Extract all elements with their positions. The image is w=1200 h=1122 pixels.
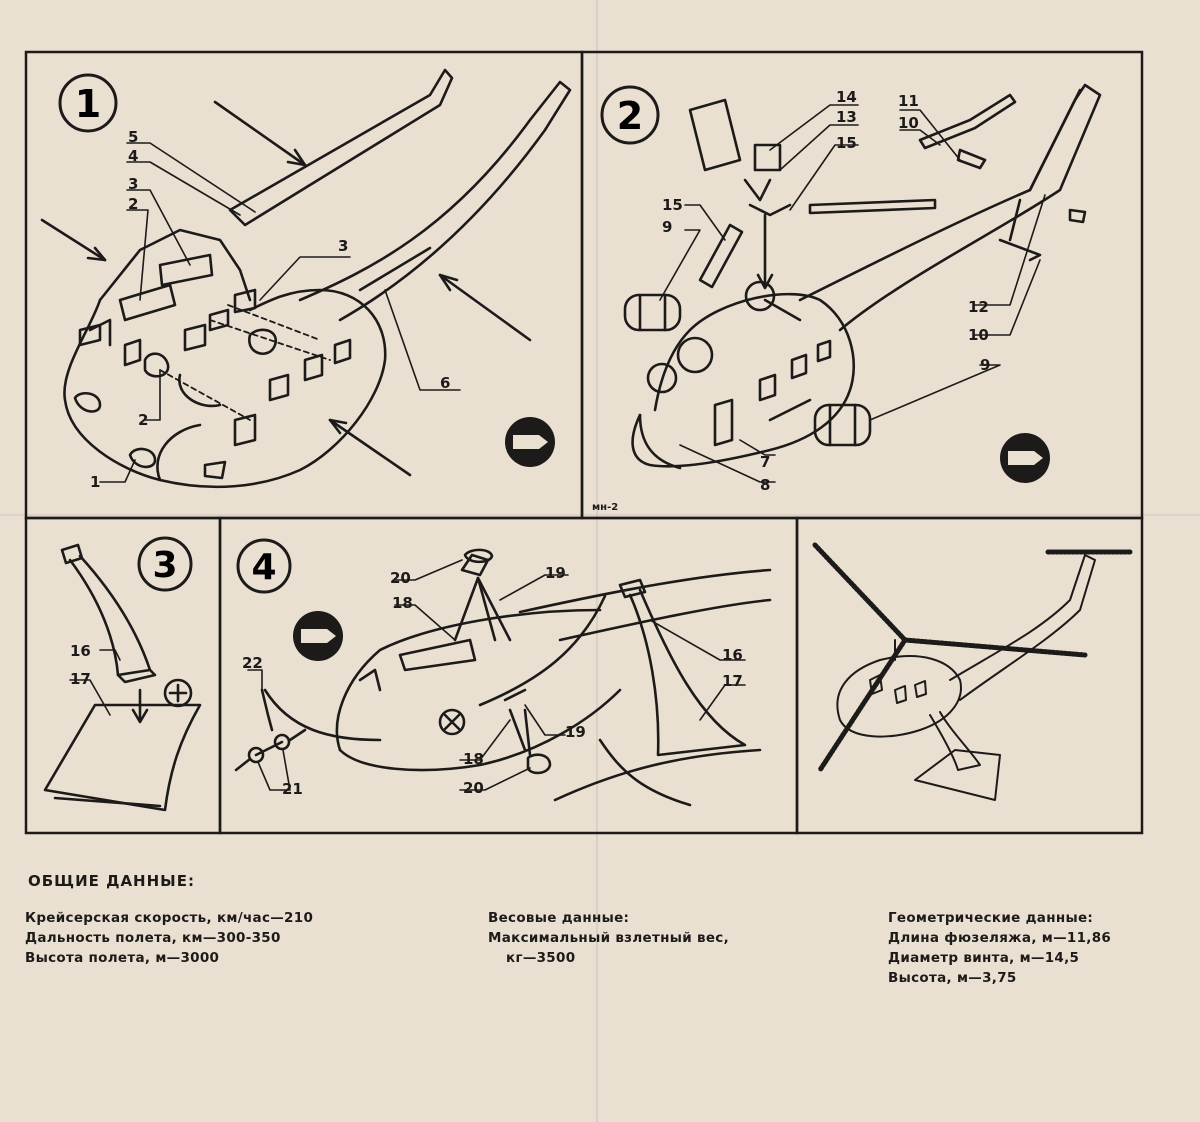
paper-fold-horizontal <box>0 514 1200 516</box>
glue-symbol-icon <box>1000 433 1050 483</box>
performance-column: Крейсерская скорость, км/час—210 Дальнос… <box>25 908 313 968</box>
callout-label: 3 <box>128 175 138 193</box>
spec-line: Весовые данные: <box>488 910 630 926</box>
panel-5-frame <box>795 516 1144 835</box>
spec-line: Высота полета, м—3000 <box>25 950 220 966</box>
spec-line: кг—3500 <box>506 950 576 966</box>
callout-label: 1 <box>90 473 100 491</box>
panel-2-frame <box>580 50 1144 520</box>
callout-label: 2 <box>138 411 148 429</box>
callout-label: 22 <box>242 654 263 672</box>
helicopter-mounting-drawing <box>234 548 772 807</box>
callout-label: 8 <box>760 476 770 494</box>
callout-label: 19 <box>545 564 566 582</box>
panel-3: 3 16 17 <box>43 536 202 812</box>
geometry-column: Геометрические данные: Длина фюзеляжа, м… <box>888 908 1111 988</box>
display-stand-drawing <box>43 543 202 812</box>
callout-label: 10 <box>898 114 919 132</box>
general-data-section: ОБЩИЕ ДАННЫЕ: Крейсерская скорость, км/ч… <box>0 860 1200 1060</box>
callout-label: 21 <box>282 780 303 798</box>
helicopter-rotor-exploded-drawing <box>623 83 1102 483</box>
step-number-badge <box>137 536 193 592</box>
callout-label: 18 <box>463 750 484 768</box>
callout-label: 17 <box>70 670 91 688</box>
callout-label: 13 <box>836 108 857 126</box>
step-number-badge <box>600 85 660 145</box>
step-number: 1 <box>75 82 101 126</box>
spec-line: Геометрические данные: <box>888 910 1094 926</box>
panel-4: 4 <box>234 538 772 807</box>
panel-5 <box>812 542 1133 801</box>
callout-labels: 5 4 3 2 3 2 1 6 <box>90 128 450 491</box>
callout-label: 17 <box>722 672 743 690</box>
panel-2: 2 <box>592 83 1102 513</box>
callout-label: 3 <box>338 237 348 255</box>
callout-label: 14 <box>836 88 857 106</box>
assembled-helicopter-drawing <box>812 542 1133 801</box>
glue-symbol-icon <box>505 417 555 467</box>
assembly-diagram-sheet: 1 <box>24 50 1144 835</box>
helicopter-cabin-exploded-drawing <box>40 68 572 489</box>
callout-label: 2 <box>128 195 138 213</box>
spec-line: Дальность полета, км—300-350 <box>25 930 281 946</box>
callout-label: 12 <box>968 298 989 316</box>
model-code: мн-2 <box>592 502 618 513</box>
callout-label: 4 <box>128 147 138 165</box>
section-title: ОБЩИЕ ДАННЫЕ: <box>28 872 195 890</box>
glue-symbol-icon <box>293 611 343 661</box>
paper-fold-vertical <box>596 0 598 1122</box>
step-number-badge <box>236 538 292 594</box>
callout-label: 16 <box>722 646 743 664</box>
callout-label: 19 <box>565 723 586 741</box>
callout-label: 15 <box>836 134 857 152</box>
callout-label: 11 <box>898 92 919 110</box>
callout-label: 18 <box>392 594 413 612</box>
callout-label: 9 <box>662 218 672 236</box>
step-number-badge <box>58 73 118 133</box>
weight-column: Весовые данные: Максимальный взлетный ве… <box>488 908 729 968</box>
step-number: 3 <box>152 545 177 586</box>
callout-labels: 16 17 <box>70 642 91 688</box>
callout-label: 6 <box>440 374 450 392</box>
step-number: 2 <box>617 94 643 138</box>
callout-label: 5 <box>128 128 138 146</box>
callout-label: 20 <box>390 569 411 587</box>
callout-label: 7 <box>760 453 770 471</box>
callout-label: 16 <box>70 642 91 660</box>
spec-line: Максимальный взлетный вес, <box>488 930 730 946</box>
callout-label: 10 <box>968 326 989 344</box>
callout-labels: 20 19 18 22 21 16 17 19 18 20 <box>242 564 743 798</box>
callout-labels: 14 13 15 11 10 15 9 12 10 9 7 8 мн-2 <box>592 88 990 513</box>
callout-label: 9 <box>980 356 990 374</box>
step-number: 4 <box>251 547 276 588</box>
callout-label: 15 <box>662 196 683 214</box>
panel-4-frame <box>218 516 799 835</box>
spec-line: Крейсерская скорость, км/час—210 <box>25 910 314 926</box>
spec-line: Длина фюзеляжа, м—11,86 <box>888 930 1112 946</box>
panel-1: 1 <box>40 68 572 491</box>
callout-label: 20 <box>463 779 484 797</box>
spec-line: Диаметр винта, м—14,5 <box>888 950 1080 966</box>
spec-line: Высота, м—3,75 <box>888 970 1017 986</box>
